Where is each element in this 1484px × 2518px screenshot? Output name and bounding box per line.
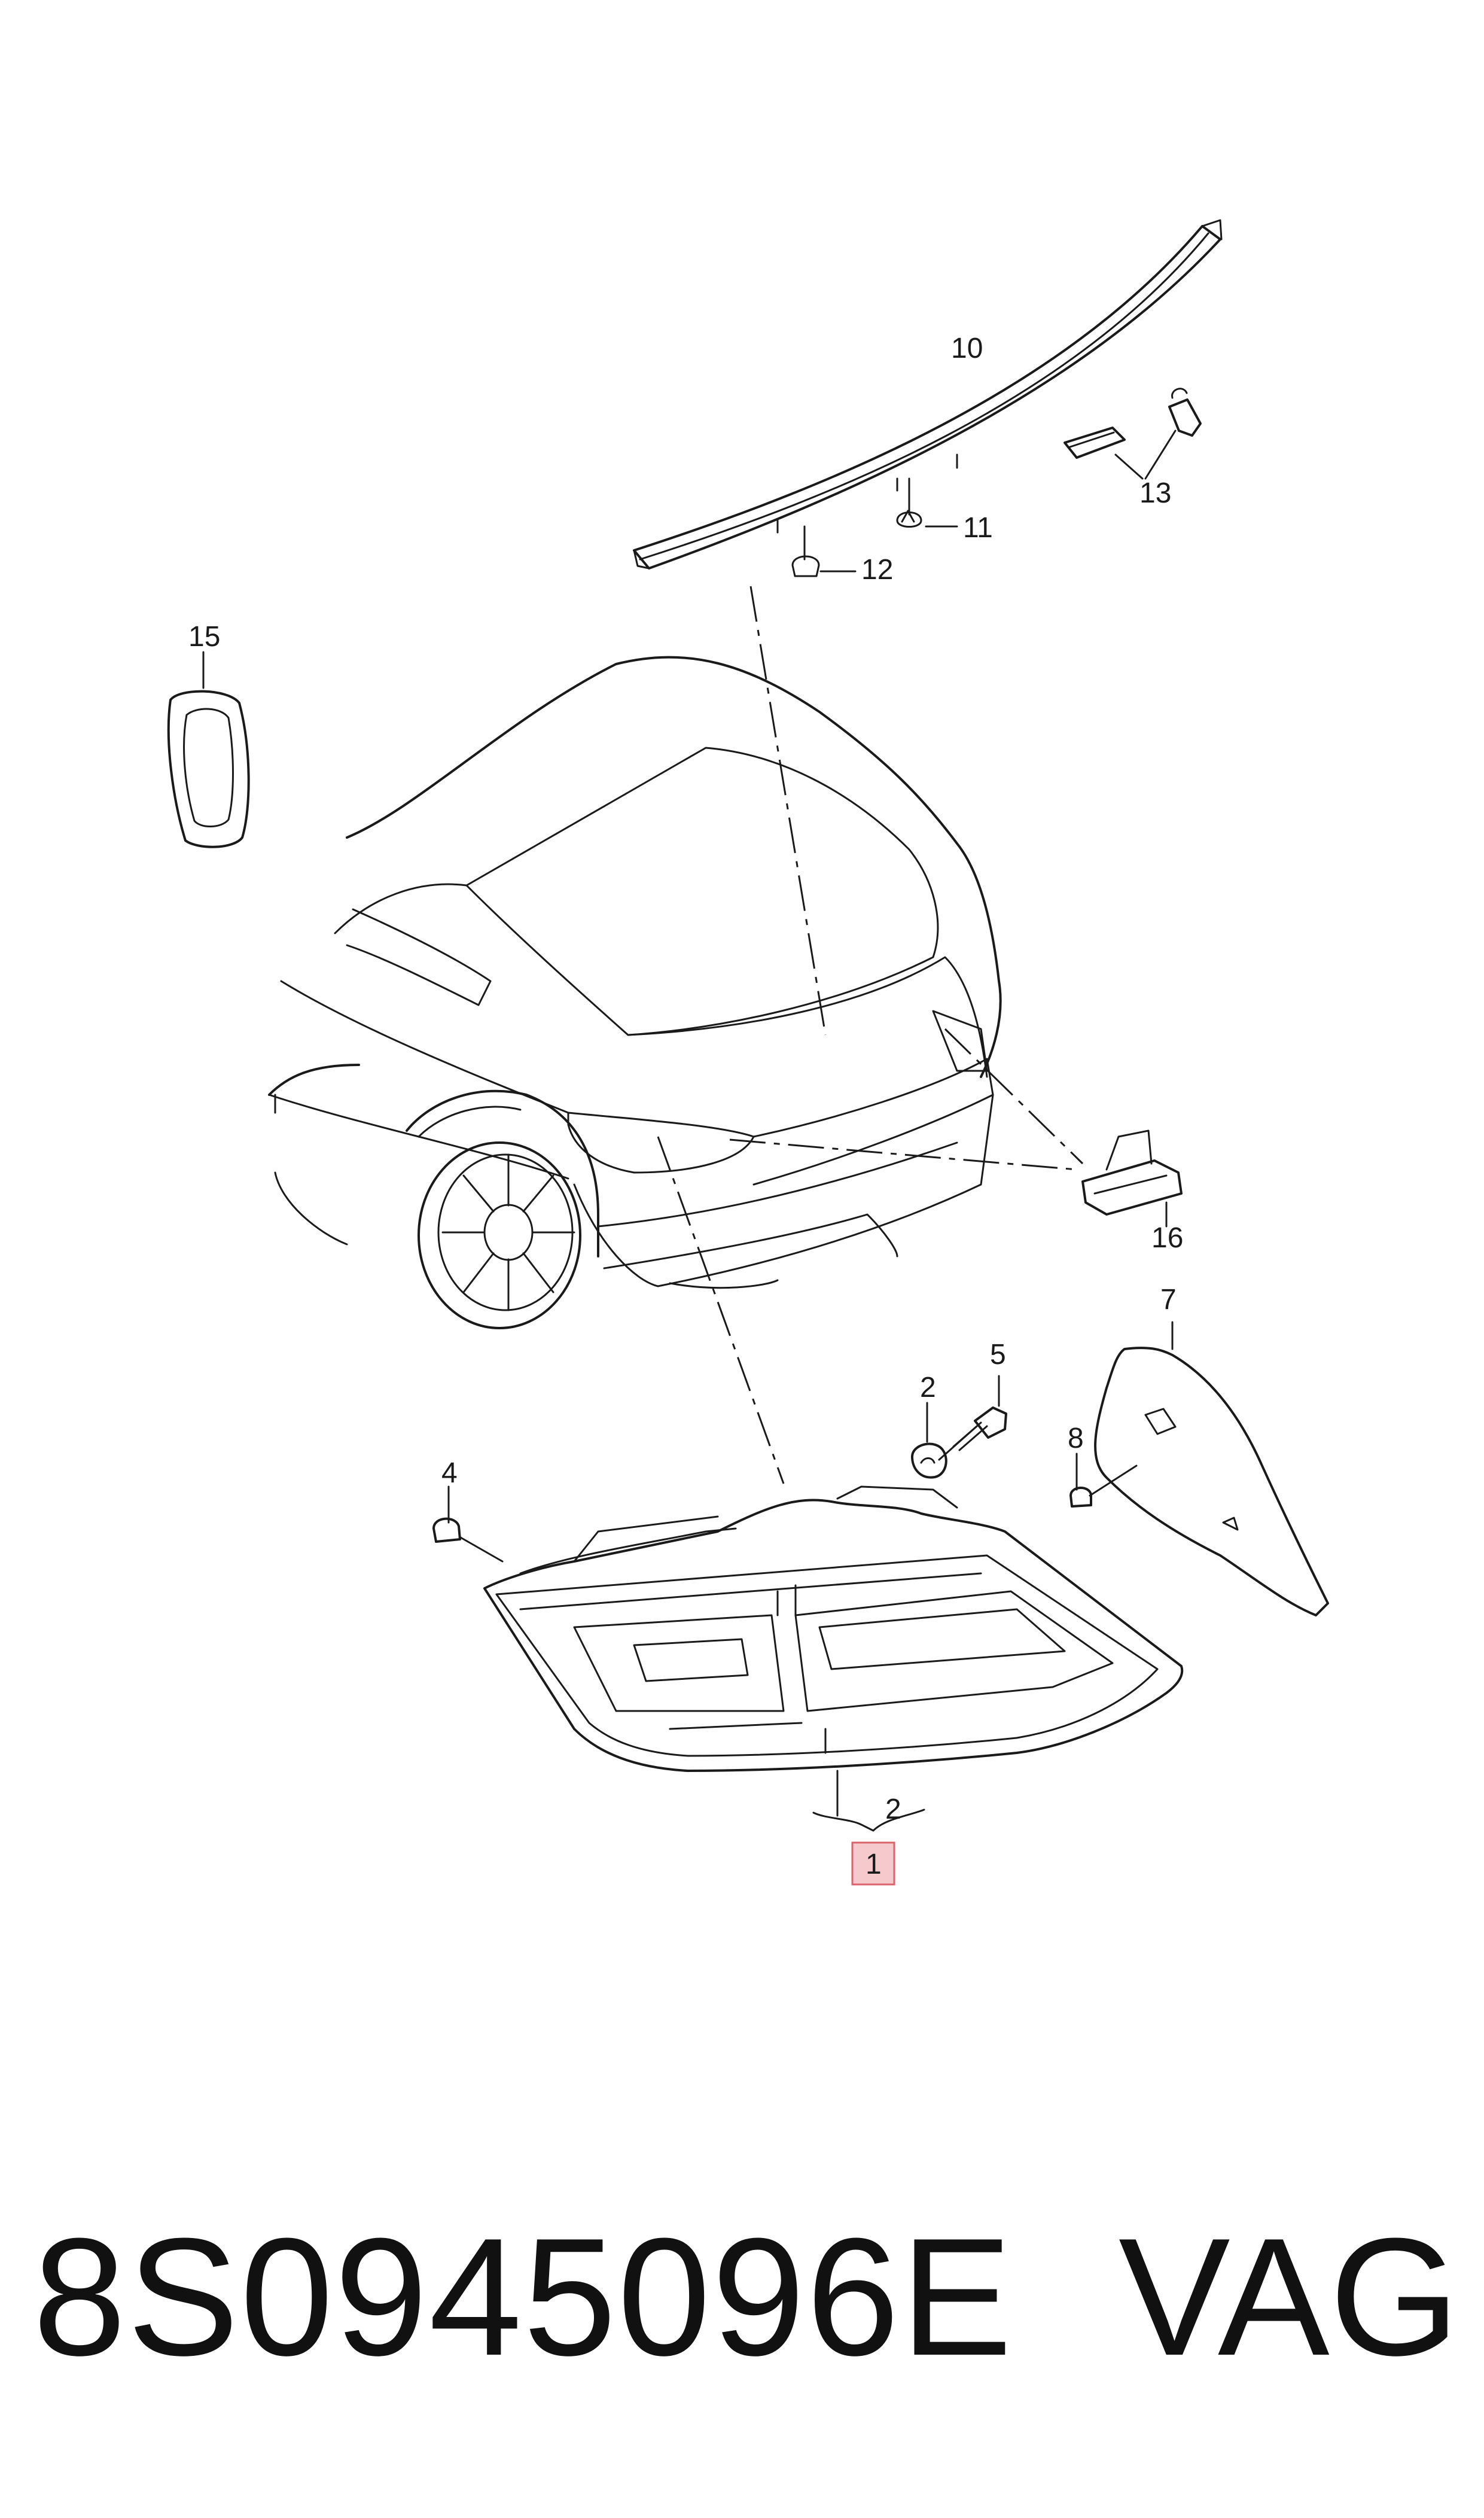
spoiler-strip	[633, 219, 1223, 570]
clip-11	[896, 477, 958, 528]
label-2-lower: 2	[885, 1794, 901, 1825]
label-7: 7	[1160, 1284, 1177, 1316]
leader-lines	[657, 586, 1084, 1484]
label-13: 13	[1139, 477, 1171, 509]
label-16: 16	[1151, 1222, 1183, 1254]
label-15: 15	[188, 621, 220, 653]
plate-light-16	[1081, 1129, 1183, 1228]
label-8: 8	[1068, 1423, 1084, 1454]
hardware-parts	[432, 1375, 1007, 1563]
label-4: 4	[441, 1457, 458, 1489]
cover-7	[1094, 1321, 1329, 1616]
brand-name: VAG	[1119, 2204, 1460, 2391]
parts-13	[1064, 388, 1202, 480]
label-1: 1	[866, 1849, 882, 1880]
label-5: 5	[990, 1339, 1006, 1371]
label-10: 10	[951, 333, 983, 364]
gasket-15	[167, 651, 250, 848]
label-2-upper: 2	[920, 1372, 936, 1403]
part-number: 8S0945096E	[33, 2204, 1014, 2391]
clip-8	[1069, 1453, 1138, 1508]
tail-light	[483, 1485, 1184, 1832]
highlight-box	[851, 1841, 895, 1886]
car-body	[268, 656, 1002, 1329]
label-12: 12	[861, 554, 893, 586]
clip-12	[791, 525, 857, 577]
label-11: 11	[963, 512, 993, 544]
